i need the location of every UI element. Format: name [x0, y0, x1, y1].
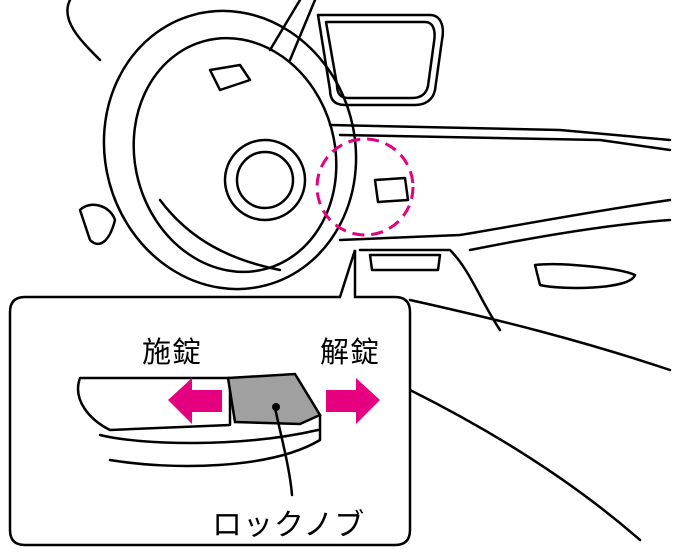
door-handle-detail: [77, 376, 322, 468]
lock-knob[interactable]: [226, 372, 322, 426]
lock-knob-label: ロックノブ: [212, 508, 366, 543]
dashboard-lines: [66, 0, 672, 542]
unlock-arrow-icon: [326, 378, 380, 424]
highlight-circle: [315, 137, 415, 237]
lock-label: 施錠: [142, 335, 203, 369]
mirror: [316, 13, 445, 107]
lock-arrow-icon: [168, 378, 222, 424]
unlock-label: 解錠: [320, 335, 381, 369]
steering-wheel: [78, 9, 358, 291]
door-handle-small: [368, 176, 637, 290]
